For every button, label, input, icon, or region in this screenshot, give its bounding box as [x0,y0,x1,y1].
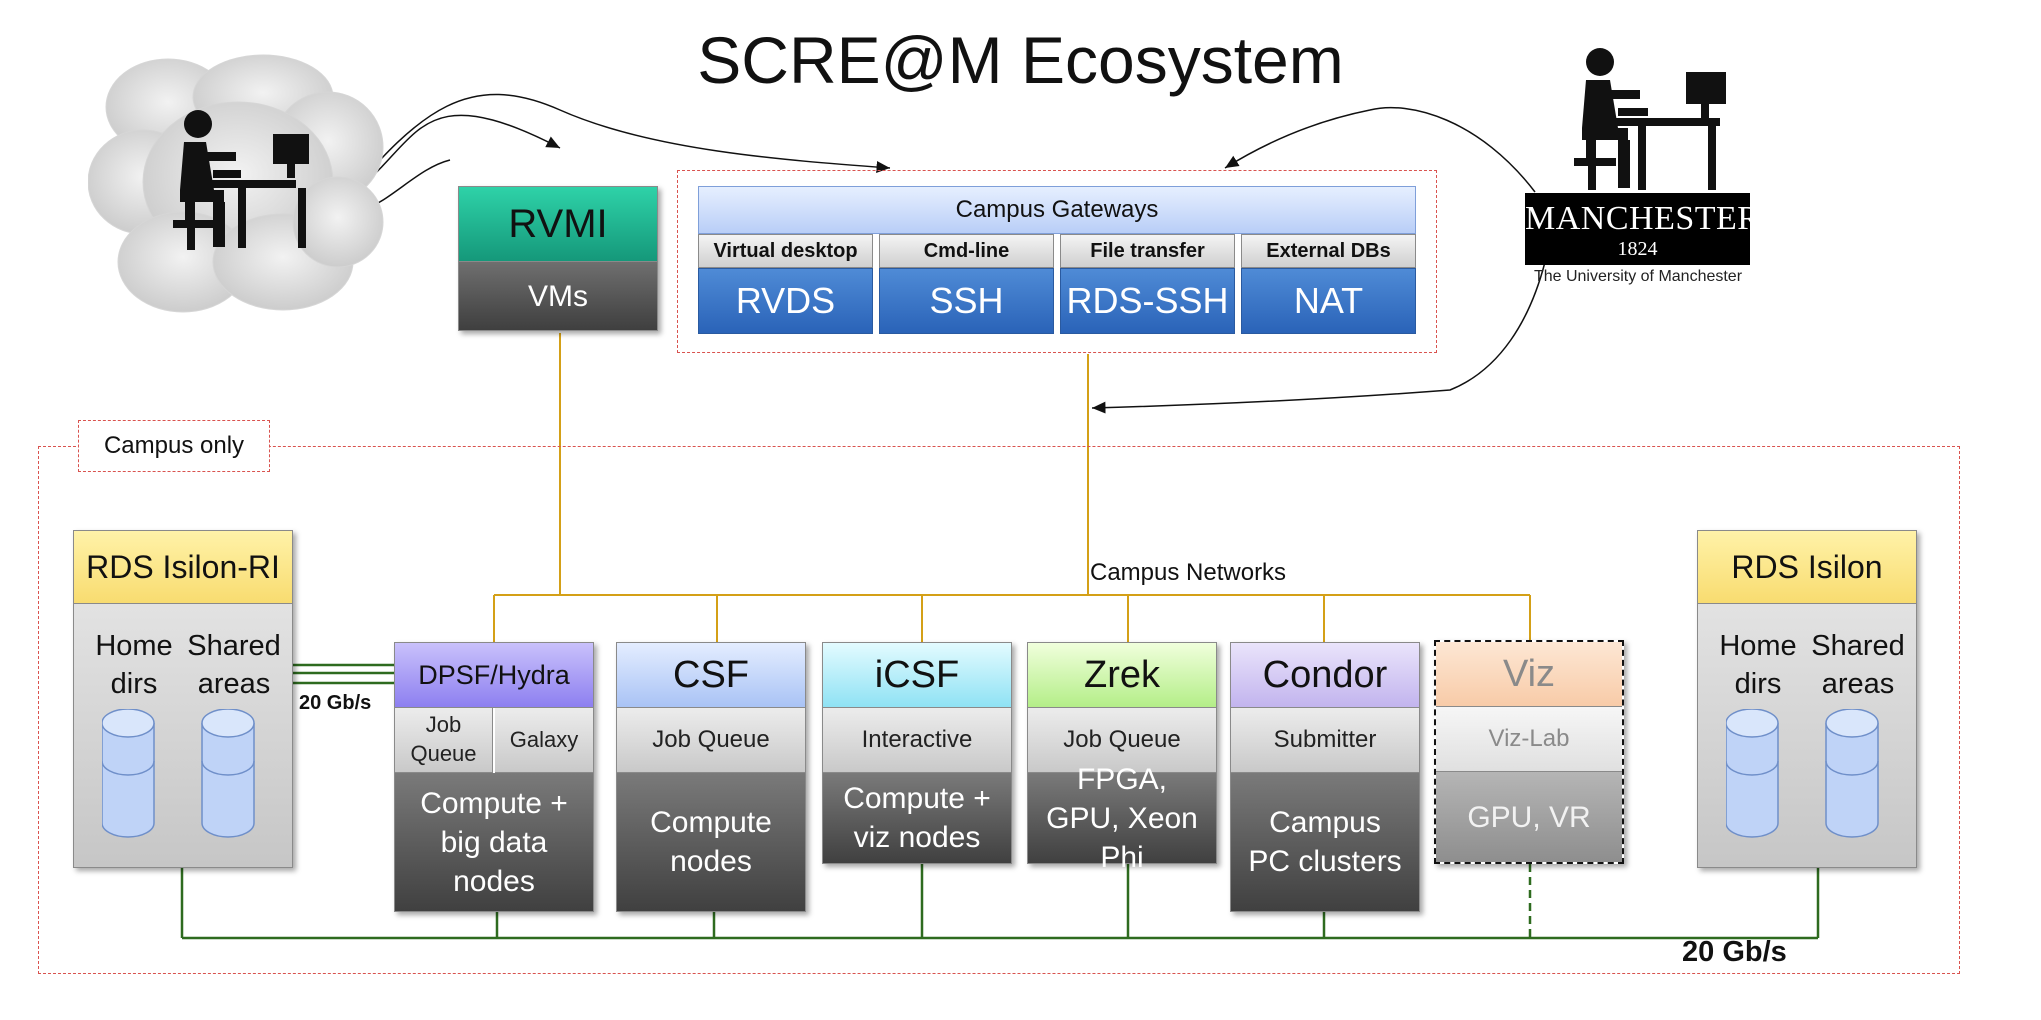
gateway-ssh-button[interactable]: SSH [879,268,1054,334]
cloud-icon [87,54,384,313]
local-user-figure [1560,44,1740,204]
user-at-desk-icon [1574,48,1726,190]
link-speed-20gbps-small: 20 Gb/s [299,692,372,714]
viz-lab: Viz-Lab [1436,707,1622,772]
viz-title: Viz [1436,642,1622,707]
dpsf-hydra-title: DPSF/Hydra [395,643,593,708]
campus-networks-label: Campus Networks [1090,559,1287,586]
icsf-cluster[interactable]: iCSF Interactive Compute + viz nodes [822,642,1012,864]
icsf-title: iCSF [823,643,1011,708]
rvmi-box[interactable]: RVMI VMs [458,186,658,331]
dpsf-galaxy: Galaxy [495,708,593,773]
remote-user-cloud [87,52,388,322]
shared-areas-label: Shared areas [187,630,281,701]
zrek-job-queue: Job Queue [1028,708,1216,773]
dpsf-hydra-cluster[interactable]: DPSF/Hydra Job Queue Galaxy Compute + bi… [394,642,594,912]
condor-submitter: Submitter [1231,708,1419,773]
rds-isilon-title: RDS Isilon [1698,531,1916,604]
gateway-label-cmd-line: Cmd-line [879,234,1054,268]
logo-year: 1824 [1617,238,1658,260]
page-title: SCRE@M Ecosystem [697,23,1344,97]
rds-isilon-ri-title: RDS Isilon-RI [74,531,292,604]
home-dirs-label: Home dirs [1719,630,1797,701]
csf-title: CSF [617,643,805,708]
gateway-rvds-button[interactable]: RVDS [698,268,873,334]
dpsf-body: Compute + big data nodes [395,773,593,911]
user-at-desk-icon [173,110,309,250]
viz-body: GPU, VR [1436,772,1622,862]
campus-only-region [38,446,1960,974]
university-name: The University of Manchester [1533,268,1743,285]
zrek-title: Zrek [1028,643,1216,708]
disk-icon [102,709,255,838]
campus-only-label: Campus only [78,420,270,472]
zrek-body: FPGA, GPU, Xeon Phi [1028,763,1216,874]
disk-icon [1726,709,1879,838]
condor-cluster[interactable]: Condor Submitter Campus PC clusters [1230,642,1420,912]
link-speed-20gbps-large: 20 Gb/s [1682,936,1787,968]
dpsf-job-queue: Job Queue [395,708,493,773]
gateway-label-external-dbs: External DBs [1241,234,1416,268]
shared-areas-label: Shared areas [1811,630,1905,701]
viz-cluster[interactable]: Viz Viz-Lab GPU, VR [1434,640,1624,864]
rds-isilon-ri-storage[interactable]: RDS Isilon-RI Home dirs Shared areas [73,530,293,868]
flow-arrow [1091,261,1546,414]
flow-arrow [344,93,891,201]
csf-cluster[interactable]: CSF Job Queue Compute nodes [616,642,806,912]
rds-isilon-storage[interactable]: RDS Isilon Home dirs Shared areas [1697,530,1917,868]
rvmi-title: RVMI [459,187,657,262]
icsf-interactive: Interactive [823,708,1011,773]
gateway-rds-ssh-button[interactable]: RDS-SSH [1060,268,1235,334]
gateway-label-file-transfer: File transfer [1060,234,1235,268]
condor-title: Condor [1231,643,1419,708]
csf-job-queue: Job Queue [617,708,805,773]
campus-gateways-title: Campus Gateways [698,186,1416,234]
condor-body: Campus PC clusters [1231,773,1419,911]
rvmi-vms: VMs [459,262,657,330]
home-dirs-label: Home dirs [95,630,173,701]
gateway-nat-button[interactable]: NAT [1241,268,1416,334]
storage-link-lines [180,663,1820,940]
flow-arrow [1224,106,1536,193]
gateway-label-virtual-desktop: Virtual desktop [698,234,873,268]
csf-body: Compute nodes [617,773,805,911]
zrek-cluster[interactable]: Zrek Job Queue FPGA, GPU, Xeon Phi [1027,642,1217,874]
campus-gateways-region [677,170,1437,353]
campus-network-lines [493,333,1531,642]
icsf-body: Compute + viz nodes [823,773,1011,863]
university-logo: MANCHESTER 1824 [1525,193,1761,265]
logo-wordmark: MANCHESTER [1525,200,1761,237]
